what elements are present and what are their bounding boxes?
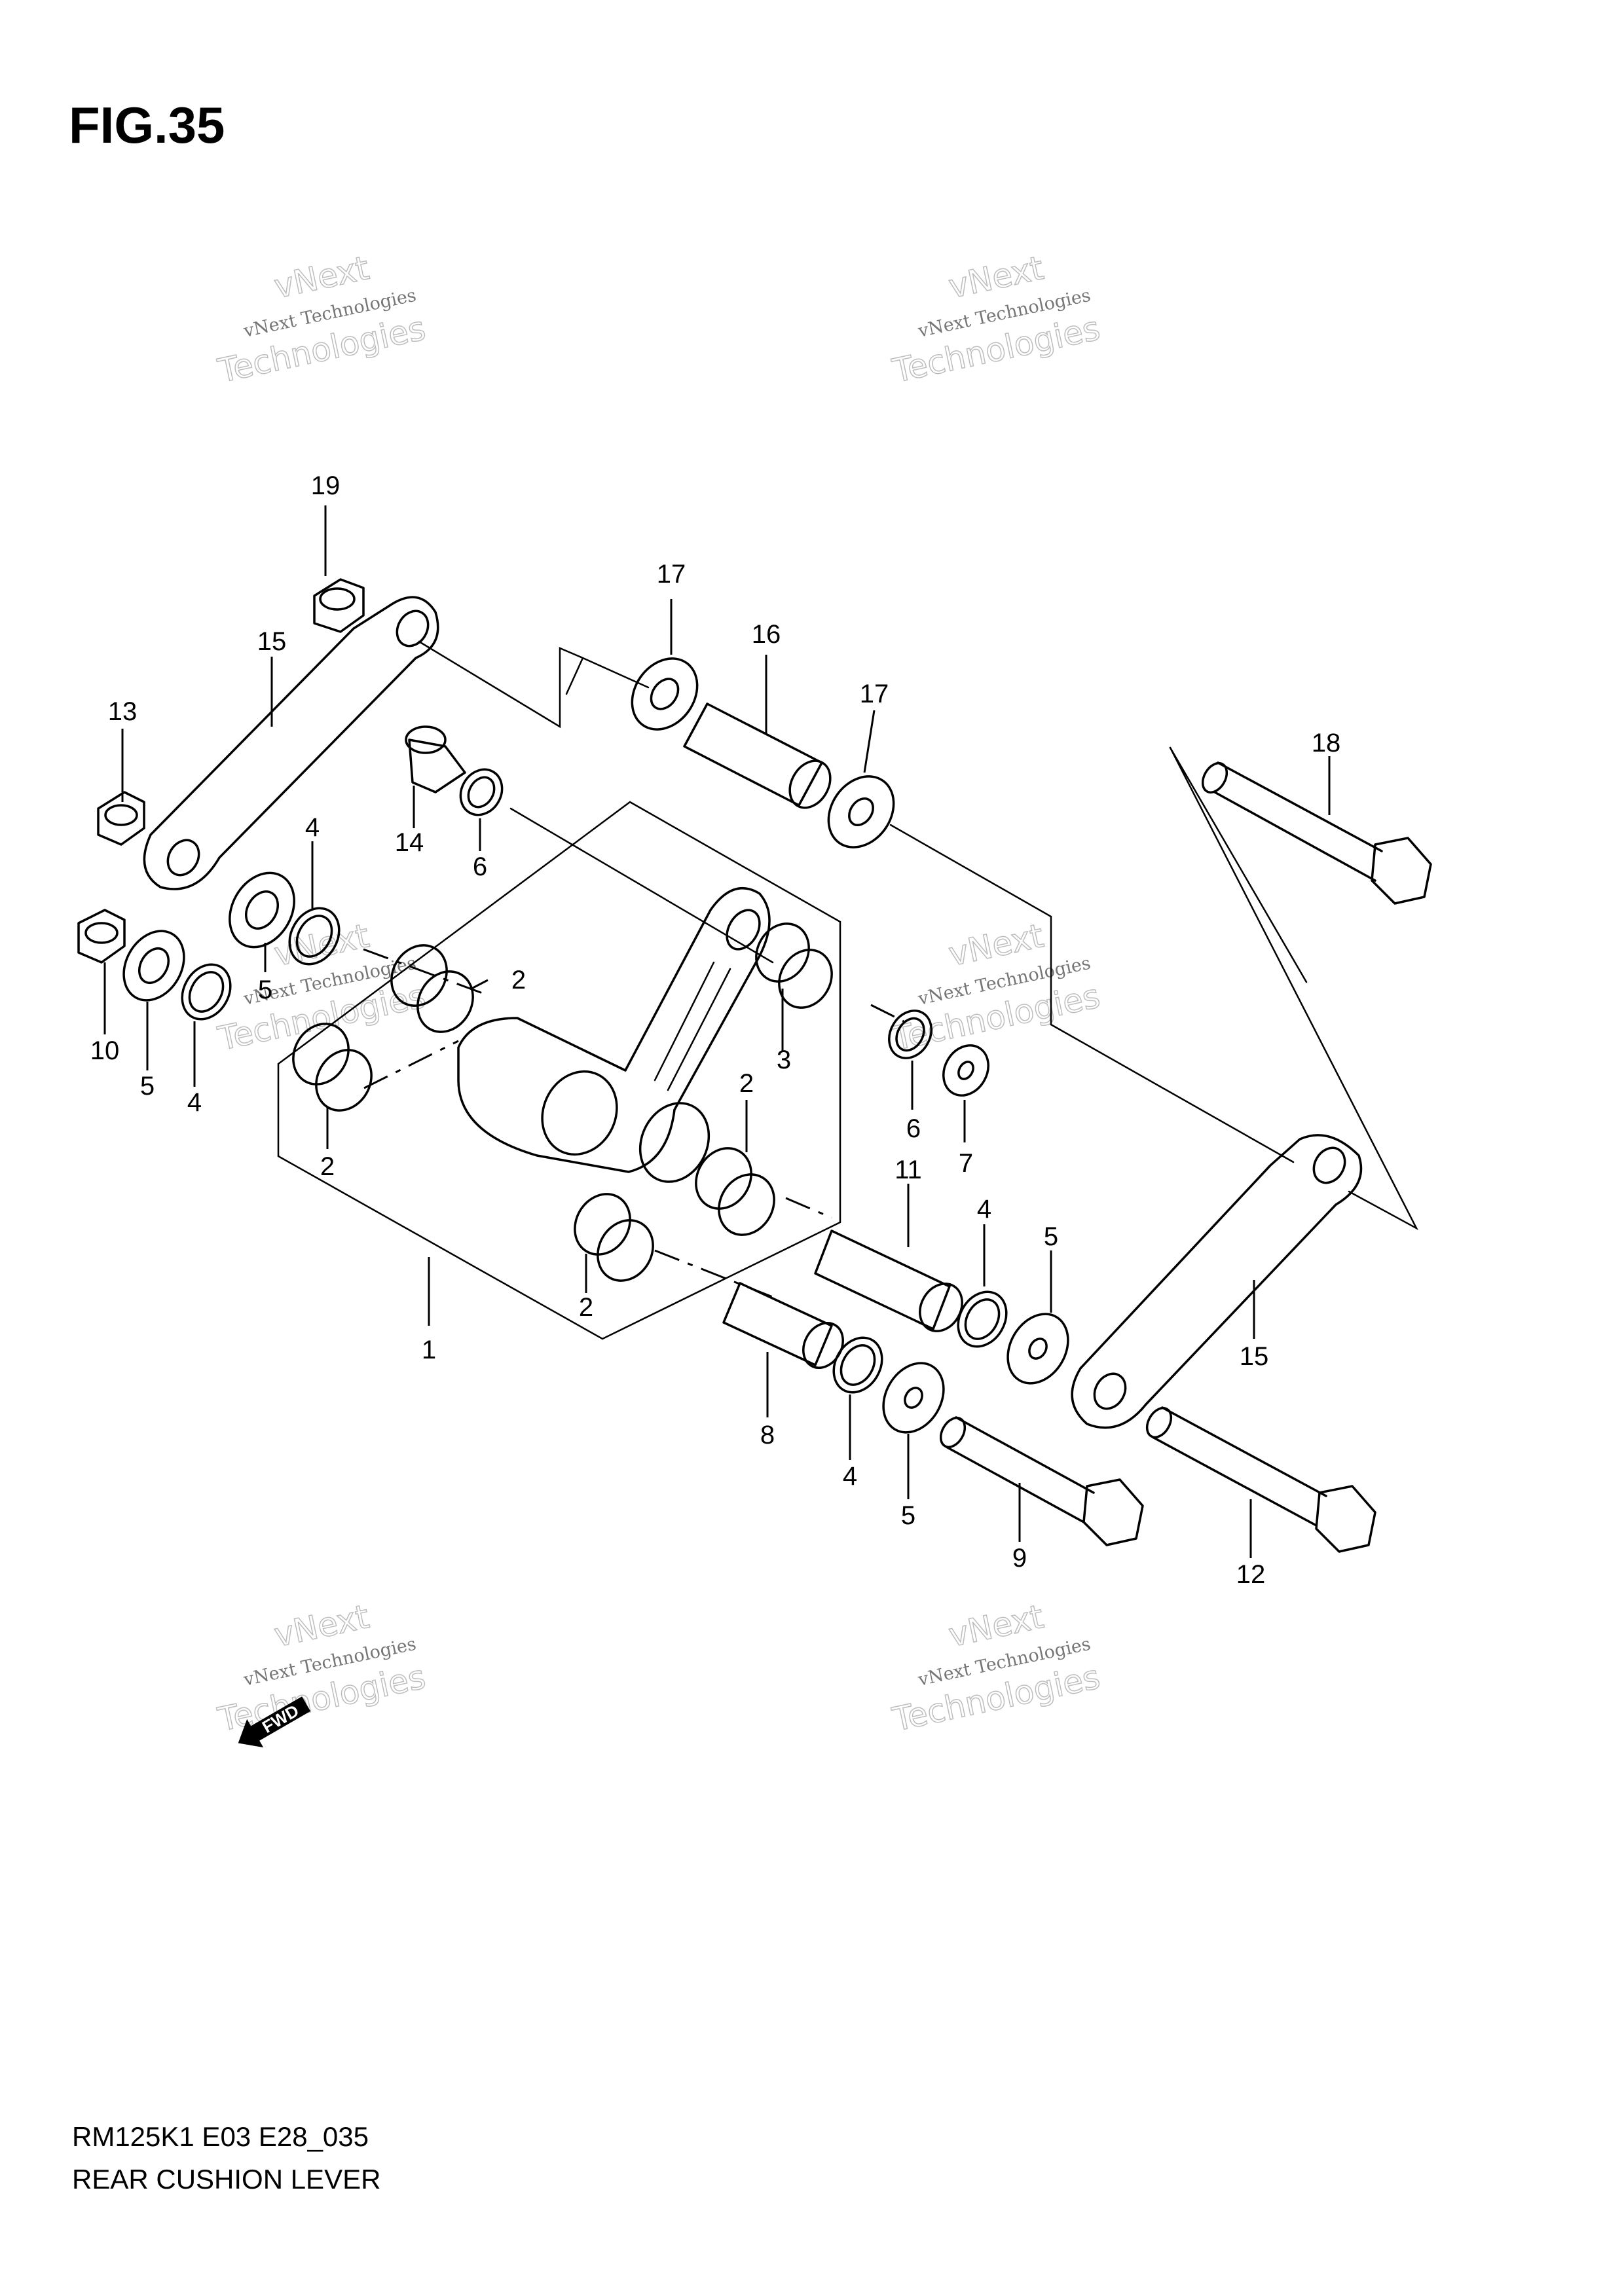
watermark-mid-left: vNext vNext Technologies Technologies xyxy=(214,916,430,1058)
part-4-ring-right xyxy=(957,1290,1008,1348)
callout-2-b: 2 xyxy=(320,1152,335,1181)
part-4-ring-left-a xyxy=(288,907,341,966)
callout-15-upper: 15 xyxy=(257,627,287,656)
callout-2-d: 2 xyxy=(579,1293,593,1322)
callout-19: 19 xyxy=(311,471,341,500)
part-7-washer xyxy=(942,1044,989,1097)
part-8-sleeve xyxy=(722,1282,844,1369)
callout-11: 11 xyxy=(895,1156,922,1184)
callout-1: 1 xyxy=(422,1336,436,1364)
part-16-sleeve xyxy=(683,702,832,809)
assembly-line-top xyxy=(418,640,650,729)
axis-line-1 xyxy=(363,948,489,996)
part-17-washer-upper xyxy=(631,657,699,731)
part-1-lever xyxy=(457,887,771,1183)
callout-14: 14 xyxy=(395,828,424,857)
callout-10: 10 xyxy=(90,1036,120,1065)
axis-line-2 xyxy=(363,1040,459,1089)
part-3-bearing xyxy=(755,922,833,1009)
part-14-collar xyxy=(405,725,466,793)
figure-code: RM125K1 E03 E28_035 xyxy=(72,2121,369,2152)
callout-12: 12 xyxy=(1236,1560,1266,1589)
callout-4-lower: 4 xyxy=(843,1462,857,1491)
callout-16: 16 xyxy=(752,620,781,649)
callout-6-upper: 6 xyxy=(473,852,487,881)
callout-9: 9 xyxy=(1012,1544,1027,1573)
assembly-line-right xyxy=(889,824,1295,1163)
part-19-nut xyxy=(313,578,365,633)
callout-5-lower: 5 xyxy=(901,1501,915,1530)
part-5-washer-left-a xyxy=(229,871,295,949)
part-10-nut xyxy=(77,909,126,964)
axis-line-5 xyxy=(785,1197,832,1219)
part-5-washer-right xyxy=(1006,1313,1069,1385)
part-17-washer-lower xyxy=(827,775,895,848)
part-18-bolt xyxy=(1201,761,1432,905)
callout-5-right: 5 xyxy=(1044,1222,1058,1251)
group-outline-hexagon xyxy=(277,801,841,1340)
part-2-bearing-c xyxy=(695,1147,775,1236)
callout-4-left: 4 xyxy=(187,1088,202,1117)
callout-3: 3 xyxy=(777,1046,791,1074)
callout-17-lower: 17 xyxy=(860,680,889,708)
callout-4-upper-left: 4 xyxy=(305,813,320,842)
figure-title: FIG.35 xyxy=(69,96,225,154)
figure-name: REAR CUSHION LEVER xyxy=(72,2164,380,2195)
part-4-ring-lower xyxy=(832,1336,883,1394)
callout-13: 13 xyxy=(108,697,138,726)
part-9-bolt xyxy=(939,1416,1144,1546)
callout-8: 8 xyxy=(760,1421,775,1449)
callout-18: 18 xyxy=(1312,729,1341,757)
callout-17-upper: 17 xyxy=(657,560,686,589)
callout-7: 7 xyxy=(959,1149,973,1178)
watermark-top-center: vNext vNext Technologies Technologies xyxy=(889,248,1104,390)
part-6-ring-upper xyxy=(459,768,504,816)
watermark-bottom-center: vNext vNext Technologies Technologies xyxy=(889,1597,1104,1739)
watermark-top-left: vNext vNext Technologies Technologies xyxy=(214,248,430,390)
callout-15-lower: 15 xyxy=(1240,1342,1269,1371)
part-13-nut xyxy=(97,791,145,846)
part-15-rod-upper xyxy=(143,596,439,890)
leader-lines xyxy=(103,505,1331,1558)
callout-6-right: 6 xyxy=(906,1114,921,1143)
callout-2-a: 2 xyxy=(511,966,526,994)
part-2-bearing-a xyxy=(390,944,474,1033)
part-6-ring-right xyxy=(888,1010,932,1059)
callout-4-right: 4 xyxy=(977,1195,991,1224)
callout-2-c: 2 xyxy=(739,1069,754,1098)
group-outline-triangle xyxy=(1169,746,1418,1231)
part-5-washer-lower xyxy=(882,1362,945,1434)
part-2-bearing-d xyxy=(574,1193,654,1282)
axis-line-3 xyxy=(870,1004,904,1023)
part-11-sleeve xyxy=(814,1230,963,1332)
watermark-bottom-left: vNext vNext Technologies Technologies xyxy=(214,1597,430,1739)
callout-labels: 19 17 16 15 17 13 18 14 6 4 2 5 3 10 5 4… xyxy=(90,471,1341,1589)
callout-5-mid-left: 5 xyxy=(258,975,272,1004)
part-5-washer-left-b xyxy=(122,930,185,1002)
callout-5-left: 5 xyxy=(140,1072,155,1101)
part-15-rod-lower xyxy=(1071,1134,1363,1429)
part-12-bolt xyxy=(1145,1406,1376,1553)
part-4-ring-left-b xyxy=(181,963,232,1021)
